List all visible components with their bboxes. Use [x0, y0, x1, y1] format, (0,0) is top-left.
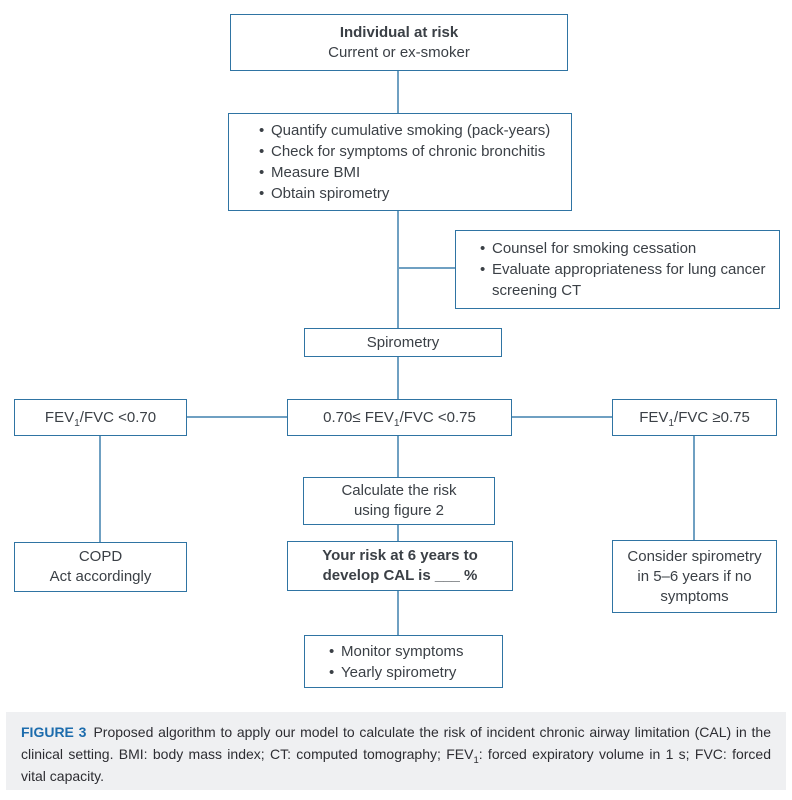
- node-fev-fvc-below-070: FEV1/FVC <0.70: [14, 399, 187, 436]
- cessation-bullet: Evaluate appropriateness for lung cancer…: [480, 259, 771, 301]
- node-individual-at-risk: Individual at risk Current or ex-smoker: [230, 14, 568, 71]
- workup-bullet: Check for symptoms of chronic bronchitis: [259, 141, 545, 162]
- connector-individual-to-workup: [397, 71, 399, 113]
- node-followup: Monitor symptoms Yearly spirometry: [304, 635, 503, 688]
- fev-mid-label: 0.70≤ FEV1/FVC <0.75: [323, 408, 476, 429]
- fev-low-label: FEV1/FVC <0.70: [44, 408, 157, 429]
- consider-line: in 5–6 years if no: [637, 567, 752, 585]
- cessation-bullet: Counsel for smoking cessation: [480, 238, 696, 259]
- connector-workup-to-spirometry: [397, 211, 399, 328]
- node-individual-title: Individual at risk: [339, 23, 459, 41]
- consider-line: Consider spirometry: [627, 547, 762, 565]
- risk-result-line: Your risk at 6 years to: [322, 547, 478, 564]
- copd-line: COPD: [78, 548, 123, 565]
- connector-spirometry-to-fev: [397, 356, 399, 399]
- connector-fev-high-to-consider: [693, 436, 695, 540]
- workup-bullet: Obtain spirometry: [259, 183, 389, 204]
- node-smoking-cessation: Counsel for smoking cessation Evaluate a…: [455, 230, 780, 309]
- node-consider-spirometry: Consider spirometry in 5–6 years if no s…: [612, 540, 777, 613]
- connector-fev-low-to-copd: [99, 436, 101, 542]
- connector-fev-mid-to-low: [187, 416, 287, 418]
- calculate-line: using figure 2: [353, 502, 445, 519]
- figure-caption-label: FIGURE 3: [21, 724, 87, 740]
- risk-result-line: develop CAL is ___ %: [322, 567, 478, 584]
- node-initial-workup: Quantify cumulative smoking (pack-years)…: [228, 113, 572, 211]
- figure-caption-body: Proposed algorithm to apply our model to…: [21, 724, 772, 762]
- node-spirometry: Spirometry: [304, 328, 502, 357]
- fev-high-label: FEV1/FVC ≥0.75: [639, 408, 750, 429]
- followup-bullet: Yearly spirometry: [329, 662, 456, 683]
- copd-line: Act accordingly: [49, 568, 152, 585]
- workup-bullet: Quantify cumulative smoking (pack-years): [259, 120, 550, 141]
- connector-fev-mid-to-high: [512, 416, 612, 418]
- consider-line: symptoms: [660, 587, 729, 605]
- node-calculate-risk: Calculate the risk using figure 2: [303, 477, 495, 525]
- connector-risk-to-followup: [397, 591, 399, 635]
- connector-calculate-to-risk: [397, 525, 399, 541]
- workup-bullet: Measure BMI: [259, 162, 360, 183]
- followup-bullet: Monitor symptoms: [329, 641, 464, 662]
- node-fev-fvc-070-to-075: 0.70≤ FEV1/FVC <0.75: [287, 399, 512, 436]
- node-risk-result: Your risk at 6 years to develop CAL is _…: [287, 541, 513, 591]
- node-individual-subtitle: Current or ex-smoker: [328, 43, 470, 61]
- connector-fev-mid-to-calculate: [397, 436, 399, 477]
- spirometry-label: Spirometry: [366, 333, 440, 351]
- node-fev-fvc-above-075: FEV1/FVC ≥0.75: [612, 399, 777, 436]
- node-copd: COPD Act accordingly: [14, 542, 187, 592]
- calculate-line: Calculate the risk: [341, 482, 457, 499]
- connector-branch-to-cessation: [399, 267, 455, 269]
